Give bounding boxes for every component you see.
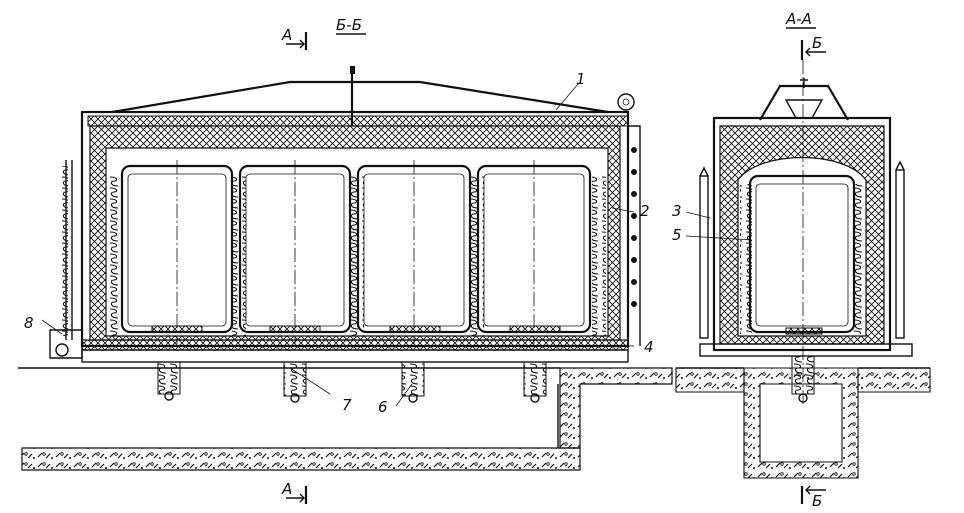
cut-mark-a-top: А (281, 26, 292, 44)
base-frame (81, 349, 629, 363)
right-terminals (628, 125, 641, 346)
section-title-b-b: Б-Б (336, 16, 362, 34)
side-rod-right (895, 169, 905, 339)
section-title-a-a: А-А (785, 10, 812, 28)
callout-4: 4 (644, 338, 654, 356)
callout-2: 2 (640, 202, 650, 220)
right-casing (712, 116, 892, 352)
cut-mark-a-bottom: А (281, 480, 292, 498)
section-b-b-view (18, 32, 673, 504)
pit-concrete (743, 367, 859, 479)
lifting-eye (617, 93, 635, 111)
heater-left (108, 176, 122, 336)
fan-unit-2 (283, 361, 307, 403)
fan-unit-3 (401, 361, 425, 403)
cut-mark-b-bottom: Б (812, 492, 822, 510)
container-4 (476, 160, 592, 344)
callout-3: 3 (672, 202, 682, 220)
section-a-a-view (675, 40, 931, 504)
callout-1: 1 (576, 70, 586, 88)
side-rod-left (699, 175, 709, 339)
right-ground-concrete-right (857, 367, 931, 393)
right-container (748, 174, 856, 334)
container-1 (120, 160, 234, 344)
fan-unit-4 (523, 361, 547, 403)
right-ground-concrete-left (675, 367, 745, 393)
cut-mark-b-top: Б (812, 34, 822, 52)
callout-5: 5 (672, 226, 682, 244)
foundation-concrete (559, 367, 673, 449)
door-mechanism (49, 160, 83, 359)
callout-8: 8 (24, 314, 34, 332)
heater-right (592, 176, 606, 336)
channel-concrete (21, 447, 581, 471)
container-3 (356, 160, 472, 344)
roof-cover (111, 80, 609, 114)
callout-6: 6 (378, 398, 388, 416)
right-fan-unit (791, 355, 815, 403)
hearth (81, 339, 629, 351)
container-2 (238, 160, 352, 344)
callout-7: 7 (342, 396, 352, 414)
top-fan-housing (759, 84, 849, 121)
fan-unit-1 (157, 361, 181, 401)
